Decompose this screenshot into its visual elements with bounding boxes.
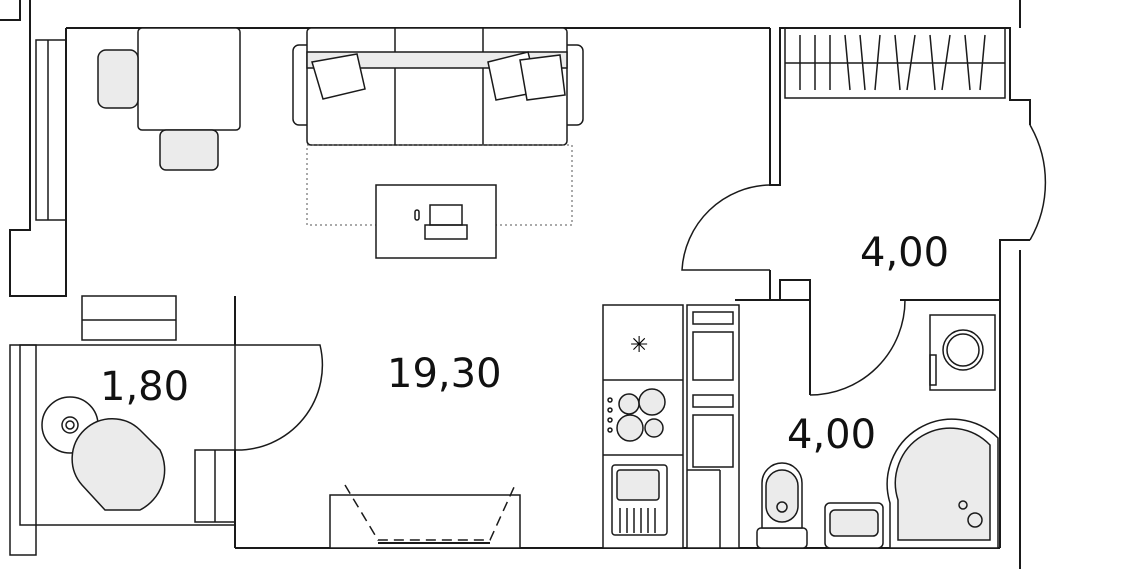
kitchen: ✳ (602, 304, 740, 549)
room-area-bathroom: 4,00 (787, 412, 876, 458)
room-area-hallway: 4,00 (860, 230, 949, 276)
room-area-living: 19,30 (387, 351, 502, 397)
room-area-balcony: 1,80 (100, 364, 189, 410)
svg-text:✳: ✳ (630, 333, 648, 358)
doors (234, 124, 1047, 451)
balcony-furniture (41, 396, 166, 511)
coffee-table (375, 184, 497, 259)
wardrobe (784, 27, 1006, 99)
desk (97, 27, 241, 171)
sofa (292, 27, 584, 226)
bathroom (756, 314, 999, 549)
tv-unit (329, 484, 521, 549)
